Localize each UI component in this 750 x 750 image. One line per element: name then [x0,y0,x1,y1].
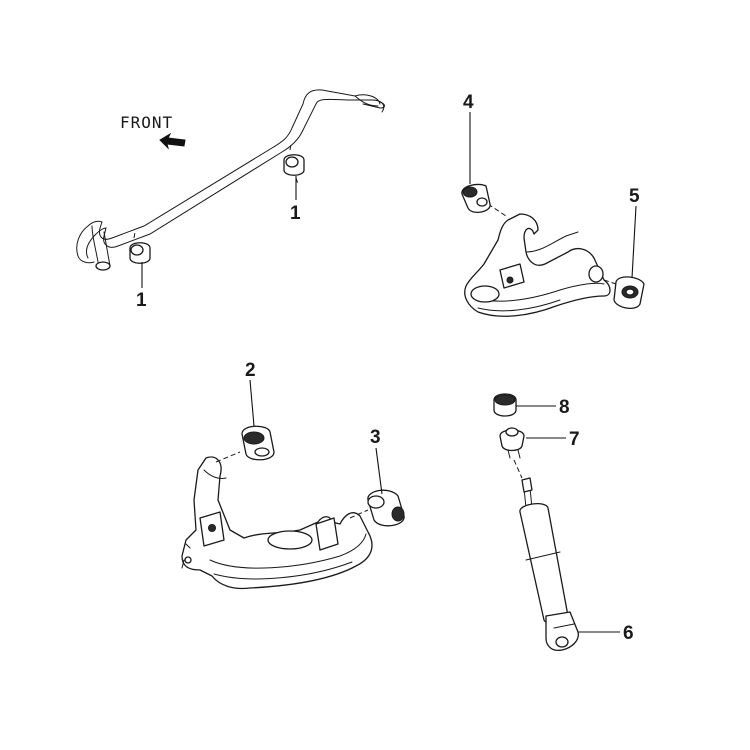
bushing-3 [367,489,405,527]
stabilizer-bushing-left [129,231,151,264]
callout-7: 7 [569,429,580,450]
callout-8: 8 [559,397,570,418]
lower-control-arm [181,451,373,590]
callout-3: 3 [370,427,381,448]
callout-5: 5 [629,186,640,207]
leader-lines [141,112,637,633]
shock-bushing-8 [493,393,517,417]
callout-1-bushing-left: 1 [136,290,147,311]
callout-2: 2 [245,360,256,381]
stabilizer-bushing-right [283,143,305,185]
front-label: FRONT [120,113,173,132]
callout-1-bushing-right: 1 [290,203,301,224]
bushing-2 [241,425,275,461]
bushing-4 [461,183,491,214]
front-arrow-icon [159,132,186,150]
shock-bushing-7 [499,427,525,479]
bushing-5 [613,276,645,310]
upper-control-arm [464,203,617,317]
callouts: 1 1 2 3 4 5 6 7 8 [136,92,640,644]
stabilizer-bar [76,89,385,271]
callout-6: 6 [623,623,634,644]
front-indicator: FRONT [120,113,186,150]
callout-4: 4 [463,92,474,113]
shock-absorber [519,477,579,652]
